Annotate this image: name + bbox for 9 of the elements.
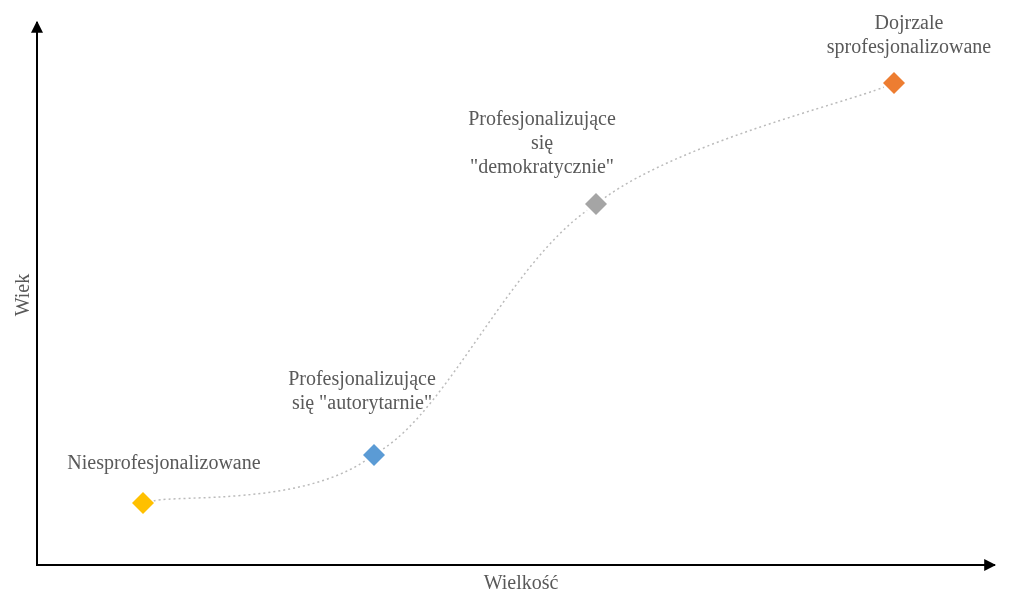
x-axis-label: Wielkość: [483, 570, 559, 592]
point-label: Niesprofesjonalizowane: [66, 450, 262, 474]
point-label: Dojrzale sprofesjonalizowane: [825, 10, 993, 58]
dotted-curve: [604, 86, 885, 199]
dotted-curve: [153, 460, 366, 502]
y-axis-label: Wiek: [10, 273, 34, 317]
dotted-curve: [382, 209, 588, 450]
point-label: Profesjonalizujące się "autorytarnie": [287, 366, 437, 414]
point-label: Profesjonalizujące się "demokratycznie": [467, 106, 617, 178]
